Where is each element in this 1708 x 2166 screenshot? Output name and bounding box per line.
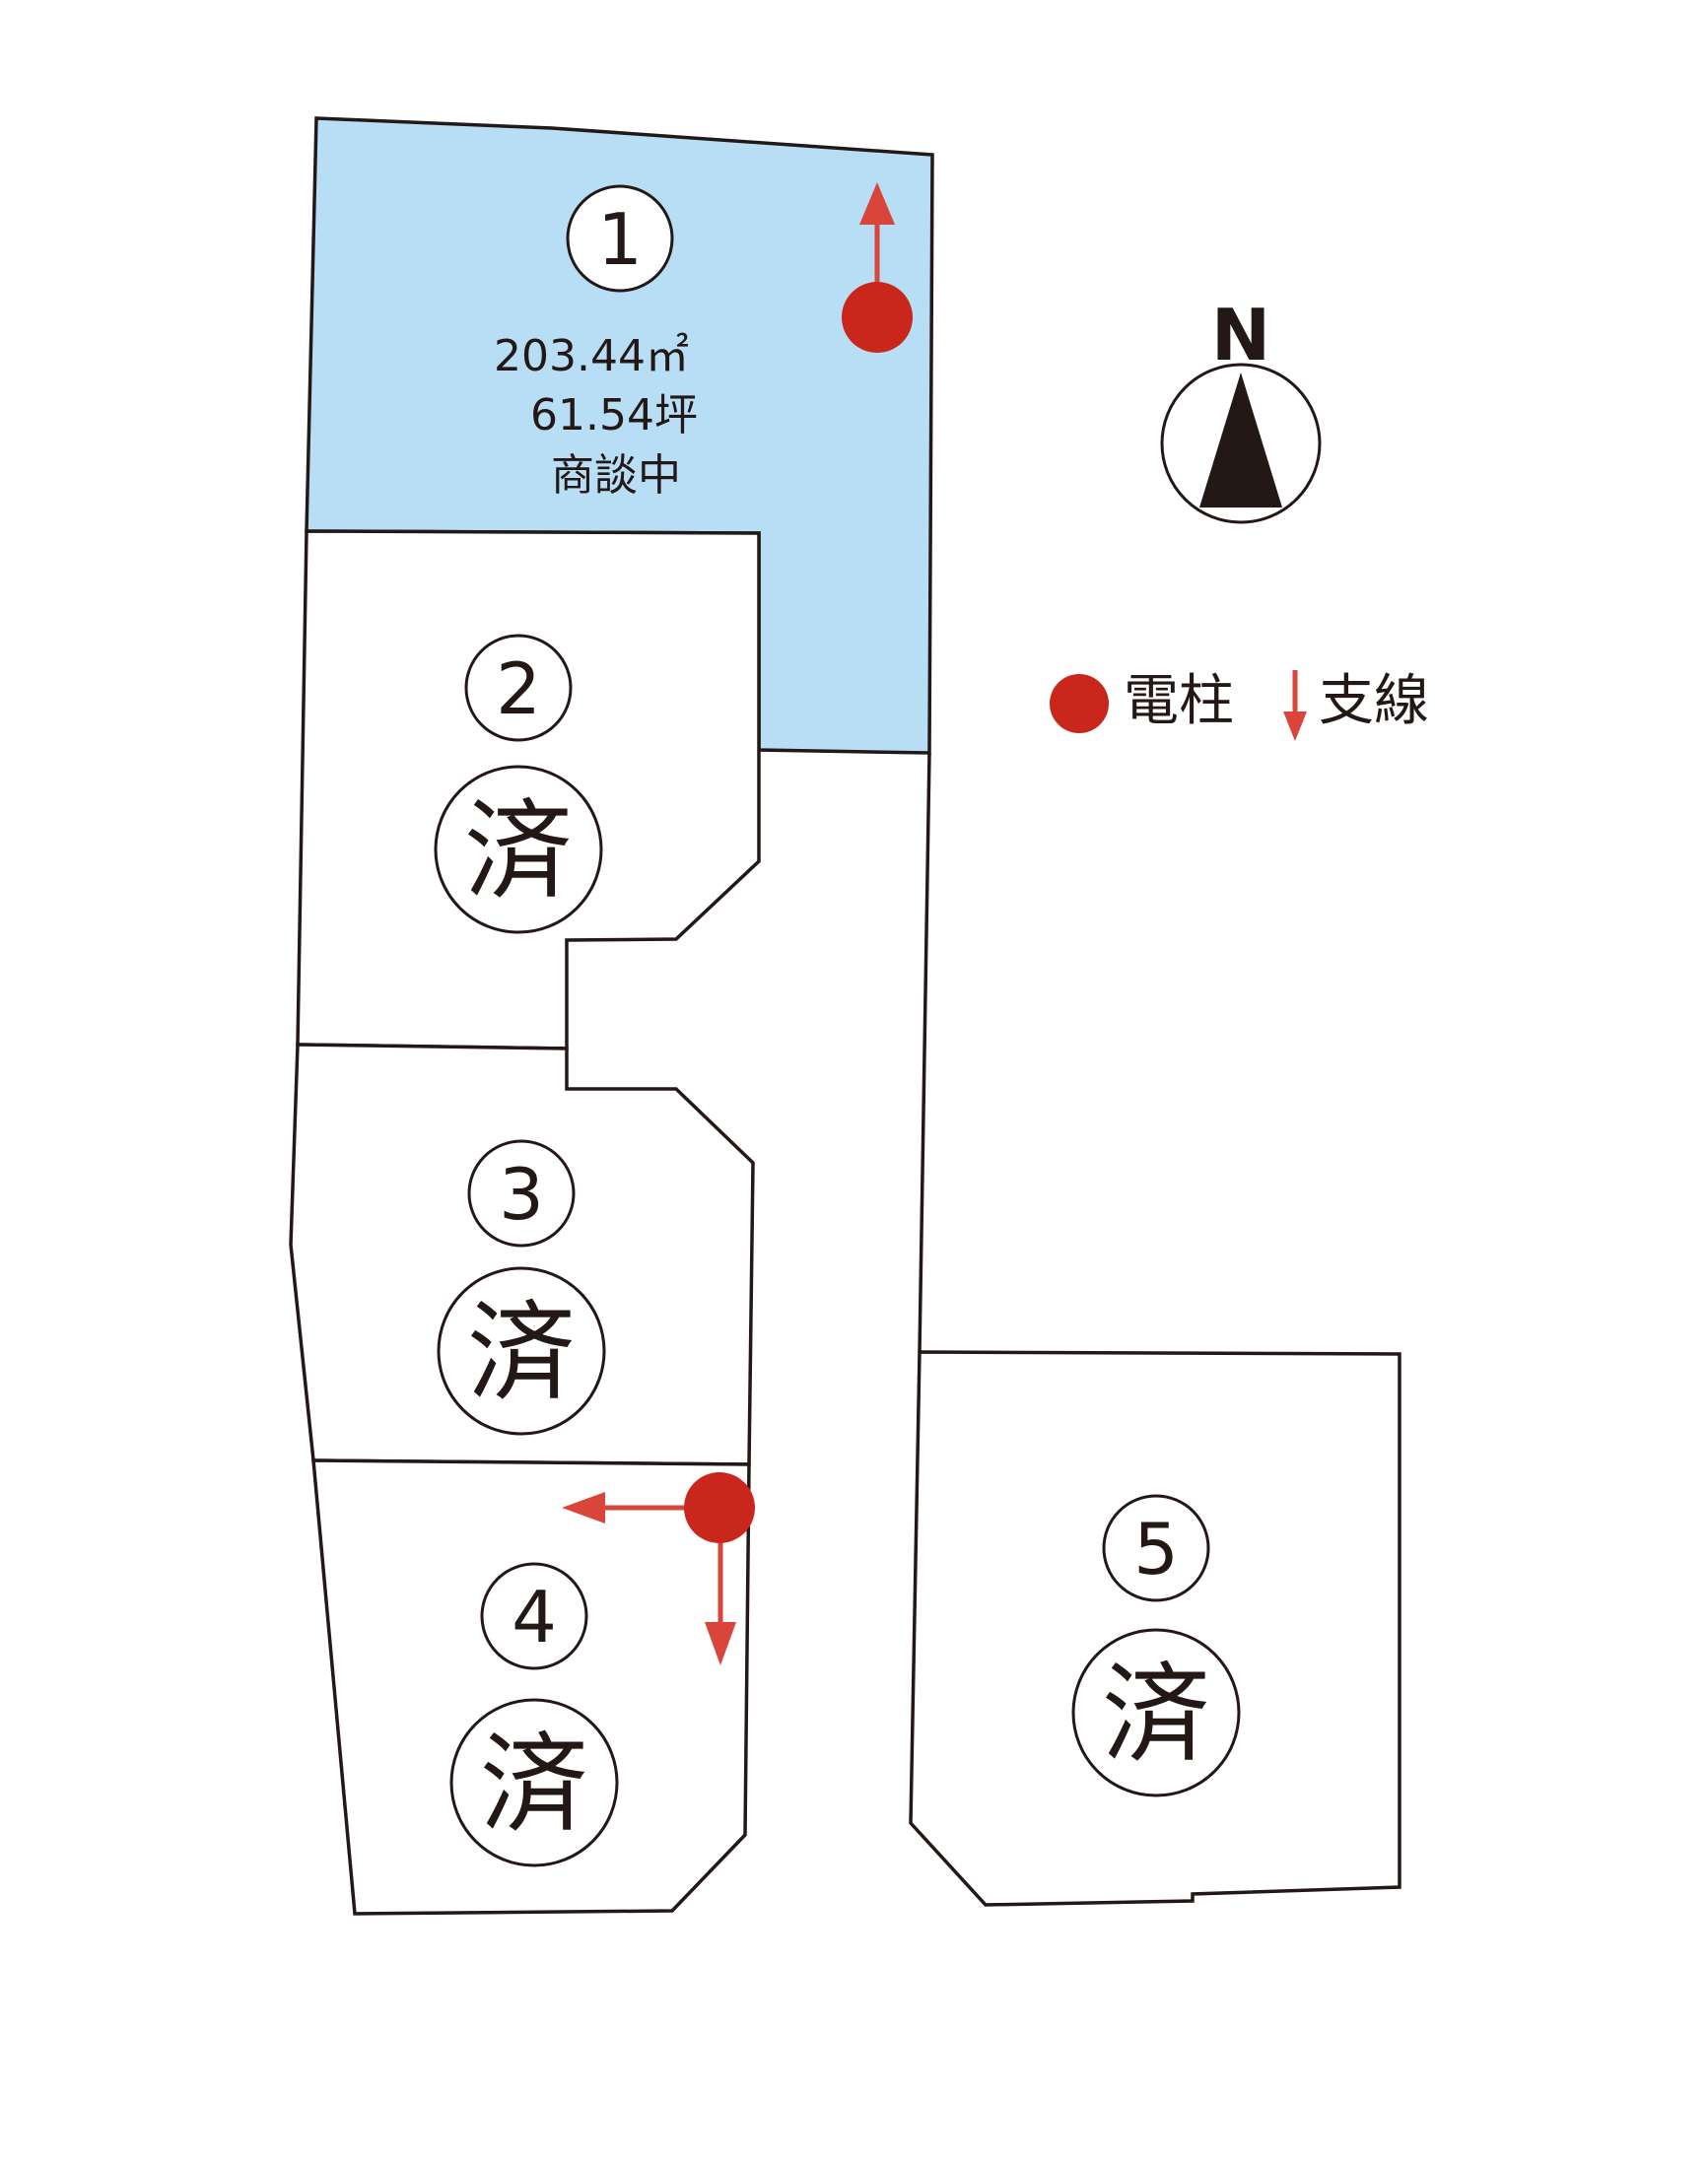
- lot-1-status: 商談中: [551, 450, 681, 501]
- lot-4-number: 4: [512, 1576, 557, 1658]
- legend-stay-label: 支線: [1319, 669, 1429, 733]
- lot-5-label: 5 済: [1071, 1494, 1241, 1797]
- lot-4-sold-circle: [449, 1698, 619, 1867]
- lot-5-sold-mark: 済: [1102, 1652, 1210, 1778]
- lot-2-number-circle: [464, 634, 573, 742]
- lot-1-number: 1: [597, 198, 643, 281]
- lot-2-sold-circle: [434, 765, 603, 934]
- stay-wire-arrowhead-down: [705, 1622, 736, 1665]
- lot-3-number: 3: [499, 1153, 544, 1236]
- lot-3-sold-mark: 済: [467, 1290, 576, 1416]
- lot-2-number: 2: [496, 647, 541, 730]
- lot-4-sold-mark: 済: [480, 1722, 588, 1848]
- lot-4-shape[interactable]: [311, 1458, 751, 1916]
- utility-pole-2: [562, 1472, 755, 1665]
- legend-stay-arrow-icon: [1283, 711, 1307, 741]
- legend-pole-icon: [1050, 674, 1109, 733]
- lot-1-tsubo: 61.54坪: [530, 390, 698, 440]
- compass-north-label: N: [1211, 294, 1270, 376]
- pole-dot: [684, 1472, 755, 1543]
- utility-pole-1: [842, 182, 913, 353]
- lot-3-sold-circle: [437, 1266, 606, 1436]
- north-compass: N: [1160, 294, 1322, 524]
- lot-3-label: 3 済: [437, 1139, 606, 1436]
- lot-1-area: 203.44㎡: [494, 331, 689, 381]
- road-boundary-line: [918, 752, 931, 1353]
- stay-wire-arrowhead-left: [562, 1492, 605, 1523]
- lot-1-label: 1 203.44㎡ 61.54坪 商談中: [494, 184, 698, 501]
- lot-5-shape[interactable]: [909, 1350, 1401, 1907]
- lot-4-label: 4 済: [449, 1562, 619, 1867]
- pole-dot: [842, 282, 913, 353]
- lot-5-number: 5: [1133, 1508, 1179, 1591]
- legend: 電柱 支線: [1050, 669, 1429, 741]
- lot-3-number-circle: [467, 1139, 576, 1248]
- lot-4-number-circle: [480, 1562, 588, 1670]
- lot-2-label: 2 済: [434, 634, 603, 934]
- lot-2-sold-mark: 済: [464, 788, 573, 914]
- lot-5-sold-circle: [1071, 1628, 1241, 1797]
- legend-pole-label: 電柱: [1124, 669, 1234, 733]
- lot-1-area-unit: ㎡: [646, 331, 689, 381]
- compass-needle-icon: [1199, 372, 1282, 508]
- stay-wire-arrowhead: [859, 182, 895, 225]
- lot-1-number-circle: [566, 184, 674, 293]
- lot-3-shape[interactable]: [289, 1043, 755, 1466]
- lot-5-number-circle: [1102, 1494, 1210, 1602]
- lot-1-area-value: 203.44: [494, 331, 646, 381]
